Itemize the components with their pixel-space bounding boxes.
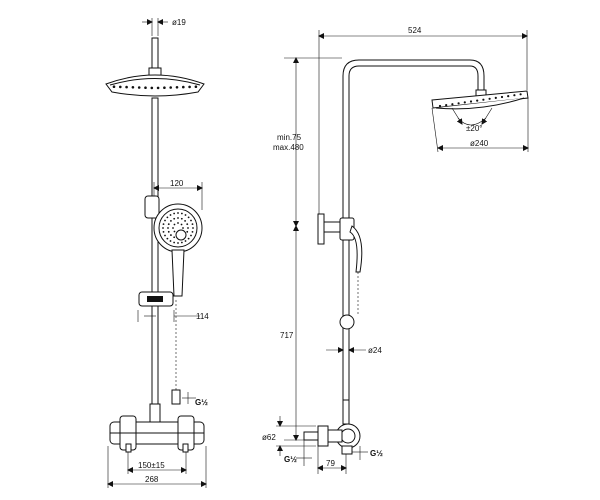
side-dimensions: 524 min.75 max.480 ±20° ø240 717 ø24 ø62 [262,26,529,474]
label-riser-dia: ø24 [368,346,382,355]
label-adjust-min: min.75 [277,133,302,142]
label-inlet-thread-left: G½ [195,398,208,407]
front-shower-head [105,74,205,97]
front-view [105,37,205,453]
front-hose-connector [171,389,181,405]
label-top-pipe-dia: ø19 [172,18,186,27]
side-slider-knob [339,314,355,330]
side-wall-plate [317,213,325,245]
side-view [303,59,529,455]
label-height-717: 717 [280,331,294,340]
label-head-dia: ø240 [470,139,489,148]
side-thermostatic-valve [303,423,361,455]
label-inlet-thread-bottom-left: G½ [284,455,297,464]
side-shower-head [431,90,529,110]
label-handshower-width: 120 [170,179,184,188]
front-inlet-right [182,443,189,453]
front-riser-rail [151,97,159,411]
label-adjust-max: max.480 [273,143,304,152]
label-valve-width: 268 [145,475,159,484]
label-valve-spacing: 150±15 [138,461,165,470]
front-holder [144,195,160,219]
label-head-tilt: ±20° [466,124,483,133]
front-dimensions: ø19 120 114 G½ 150±15 268 [107,18,209,488]
front-hand-shower [153,203,203,297]
front-thermostatic-valve [109,403,205,451]
side-riser-pipe [342,59,485,421]
label-slider-offset: 114 [196,312,209,321]
label-wall-offset: 79 [326,459,335,468]
front-inlet-left [125,443,132,453]
front-top-pipe [151,37,159,71]
label-total-width: 524 [408,26,422,35]
label-eccentric-dia: ø62 [262,433,276,442]
side-hand-shower [349,225,363,273]
label-inlet-thread-bottom-right: G½ [370,449,383,458]
